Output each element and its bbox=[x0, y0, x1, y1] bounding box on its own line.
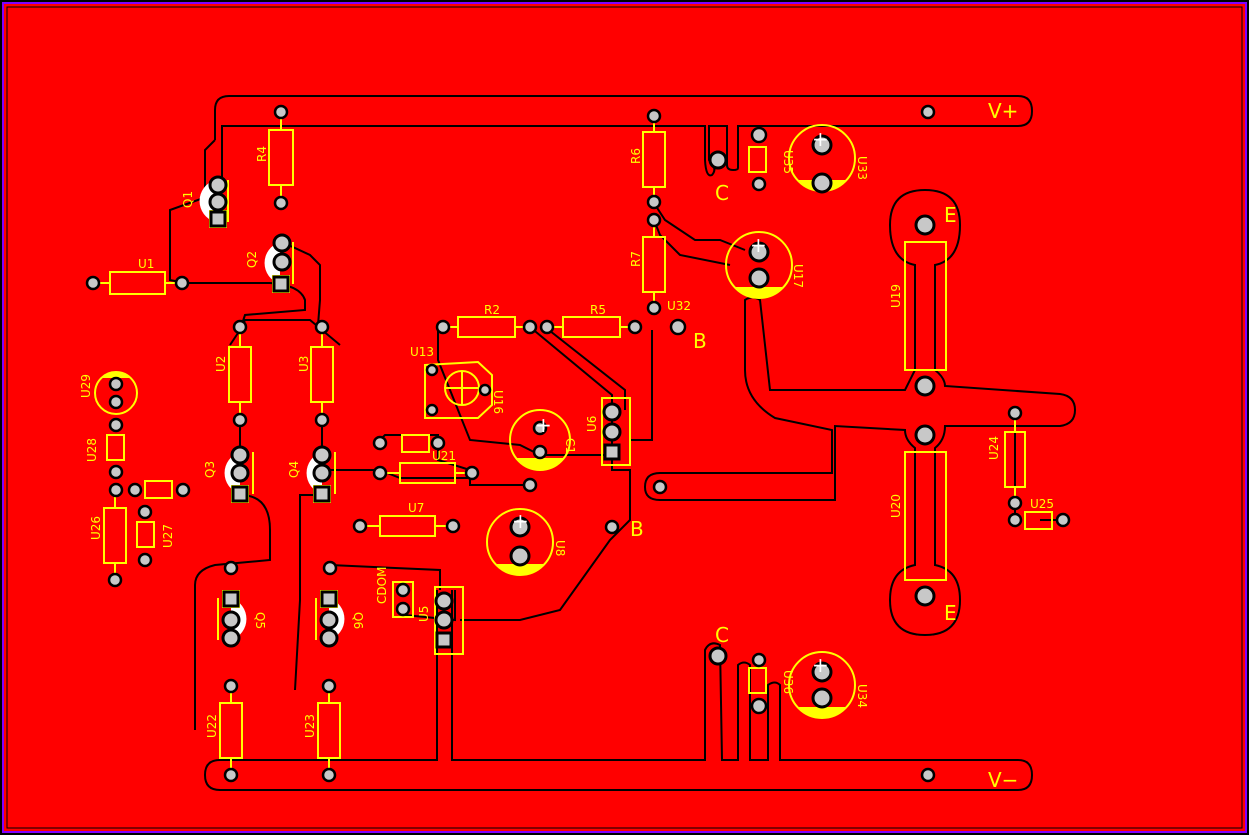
resistor-u19 bbox=[904, 241, 947, 371]
capacitor-u29 bbox=[94, 371, 138, 415]
label-u1: U1 bbox=[138, 257, 154, 271]
trace-q1q2 bbox=[169, 139, 321, 331]
cap-u27 bbox=[136, 521, 155, 548]
label-u16: U16 bbox=[491, 390, 505, 414]
net-label-vminus: V− bbox=[988, 768, 1018, 792]
label-q2: Q2 bbox=[245, 251, 259, 268]
polarity-u34: + bbox=[812, 653, 829, 677]
resistor-u20 bbox=[904, 451, 947, 581]
label-u2: U2 bbox=[214, 356, 228, 372]
label-u25: U25 bbox=[1030, 497, 1054, 511]
net-label-c-bottom: C bbox=[715, 623, 729, 647]
net-label-vplus: V+ bbox=[988, 99, 1018, 123]
label-q1: Q1 bbox=[181, 191, 195, 208]
capacitor-u17 bbox=[725, 231, 793, 299]
header-u6 bbox=[601, 397, 631, 466]
polarity-u8: + bbox=[512, 509, 529, 533]
capacitor-u34 bbox=[788, 651, 856, 719]
cap-u28 bbox=[106, 434, 125, 461]
label-r5: R5 bbox=[590, 303, 606, 317]
label-cdom: CDOM bbox=[375, 567, 389, 604]
label-u32: U32 bbox=[667, 299, 691, 313]
label-u7: U7 bbox=[408, 501, 424, 515]
label-u5: U5 bbox=[417, 606, 431, 622]
label-u13: U13 bbox=[410, 345, 434, 359]
polarity-u33: + bbox=[812, 127, 829, 151]
cap-u36 bbox=[748, 667, 767, 694]
vminus-rail bbox=[204, 590, 1034, 791]
cap-u25 bbox=[1024, 511, 1053, 530]
trace-q3q4 bbox=[194, 420, 323, 730]
trace-b bbox=[437, 326, 653, 621]
pads bbox=[85, 104, 1071, 783]
label-r7: R7 bbox=[629, 251, 643, 267]
cap-small-2 bbox=[401, 434, 430, 453]
label-u33: U33 bbox=[855, 156, 869, 180]
label-u22: U22 bbox=[205, 714, 219, 738]
net-label-b-bottom: B bbox=[630, 517, 644, 541]
label-r6: R6 bbox=[629, 148, 643, 164]
label-u21: U21 bbox=[432, 449, 456, 463]
net-label-c-top: C bbox=[715, 181, 729, 205]
label-u29: U29 bbox=[79, 374, 93, 398]
net-label-e-top: E bbox=[944, 203, 957, 227]
label-c1: C1 bbox=[563, 438, 577, 454]
label-u20: U20 bbox=[889, 494, 903, 518]
label-u19: U19 bbox=[889, 284, 903, 308]
label-r2: R2 bbox=[484, 303, 500, 317]
vplus-rail bbox=[214, 95, 1034, 177]
label-q6: Q6 bbox=[351, 612, 365, 629]
polarity-u17: + bbox=[750, 233, 767, 257]
capacitor-u8 bbox=[486, 508, 554, 576]
label-q3: Q3 bbox=[203, 461, 217, 478]
label-u27: U27 bbox=[161, 524, 175, 548]
label-u23: U23 bbox=[303, 714, 317, 738]
label-u26: U26 bbox=[89, 516, 103, 540]
cap-u35 bbox=[748, 146, 767, 173]
label-u17: U17 bbox=[791, 264, 805, 288]
label-q4: Q4 bbox=[287, 461, 301, 478]
capacitor-c1 bbox=[509, 409, 571, 471]
label-u36: U36 bbox=[781, 670, 795, 694]
label-u6: U6 bbox=[585, 416, 599, 432]
cap-small-1 bbox=[144, 480, 173, 499]
net-label-b-top: B bbox=[693, 329, 707, 353]
cap-cdom bbox=[392, 581, 414, 618]
label-u3: U3 bbox=[297, 356, 311, 372]
label-u35: U35 bbox=[781, 150, 795, 174]
net-label-e-bottom: E bbox=[944, 601, 957, 625]
label-u8: U8 bbox=[553, 540, 567, 556]
polarity-c1: + bbox=[535, 413, 552, 437]
label-u34: U34 bbox=[855, 684, 869, 708]
label-u24: U24 bbox=[987, 436, 1001, 460]
trimmer-u13 bbox=[424, 360, 493, 419]
label-u28: U28 bbox=[85, 438, 99, 462]
board-edge bbox=[6, 6, 1243, 829]
label-r4: R4 bbox=[255, 146, 269, 162]
label-q5: Q5 bbox=[253, 612, 267, 629]
